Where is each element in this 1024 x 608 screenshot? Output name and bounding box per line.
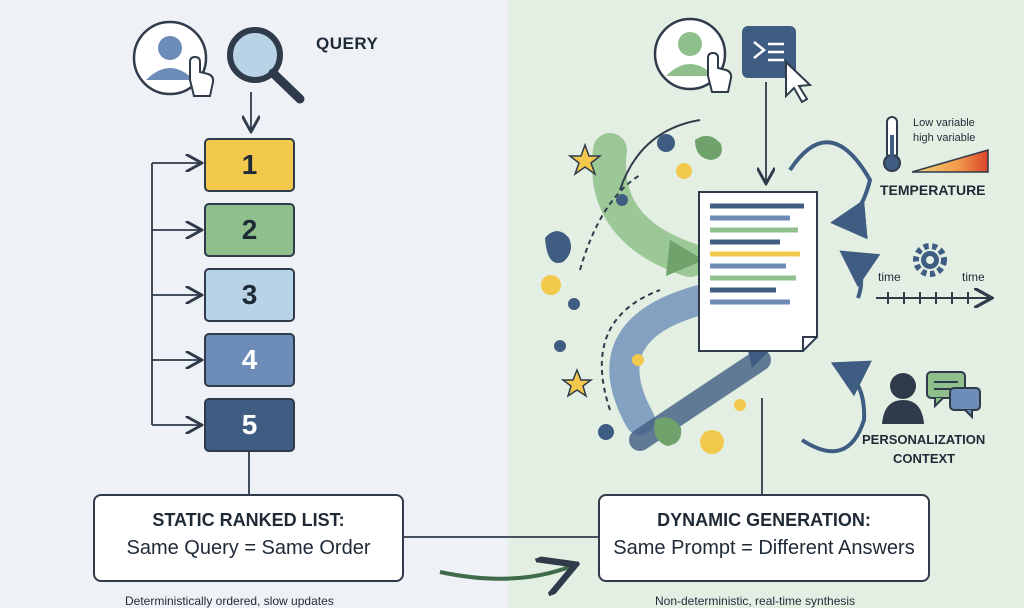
rank-item-4: 4 bbox=[204, 333, 295, 387]
static-box-subtitle: Same Query = Same Order bbox=[126, 537, 371, 559]
rank-item-5: 5 bbox=[204, 398, 295, 452]
thermometer-icon bbox=[883, 116, 901, 172]
prompt-terminal-icon bbox=[742, 26, 813, 104]
time-left-label: time bbox=[878, 270, 901, 284]
personalization-label: PERSONALIZATION bbox=[862, 432, 986, 447]
temperature-low-label: Low variable bbox=[913, 117, 975, 129]
dynamic-generation-box: DYNAMIC GENERATION: Same Prompt = Differ… bbox=[598, 494, 930, 582]
dynamic-box-title: DYNAMIC GENERATION: bbox=[657, 510, 871, 530]
feedback-arrows bbox=[788, 140, 881, 454]
user-click-icon-right bbox=[653, 17, 733, 93]
context-label: CONTEXT bbox=[893, 451, 956, 466]
rank-item-3: 3 bbox=[204, 268, 295, 322]
dynamic-box-subtitle: Same Prompt = Different Answers bbox=[613, 537, 915, 559]
search-icon bbox=[227, 27, 305, 104]
chat-bubbles-icon bbox=[926, 371, 981, 420]
rank-item-1: 1 bbox=[204, 138, 295, 192]
dynamic-caption: Non-deterministic, real-time synthesis bbox=[655, 594, 856, 608]
temperature-high-label: high variable bbox=[913, 132, 976, 144]
timeline-axis bbox=[876, 292, 990, 304]
static-box-title: STATIC RANKED LIST: bbox=[152, 510, 345, 530]
query-label: QUERY bbox=[316, 34, 379, 53]
temperature-gradient bbox=[911, 149, 989, 173]
gear-icon bbox=[913, 243, 947, 277]
generated-document bbox=[698, 191, 818, 352]
temperature-label: TEMPERATURE bbox=[880, 182, 986, 198]
time-right-label: time bbox=[962, 270, 985, 284]
user-click-icon bbox=[132, 20, 215, 97]
static-caption: Deterministically ordered, slow updates bbox=[125, 594, 334, 608]
static-list-box: STATIC RANKED LIST: Same Query = Same Or… bbox=[93, 494, 404, 582]
ranking-loop-arrows bbox=[151, 163, 200, 425]
person-icon bbox=[882, 373, 924, 424]
rank-item-2: 2 bbox=[204, 203, 295, 257]
generation-swirl bbox=[541, 119, 771, 454]
